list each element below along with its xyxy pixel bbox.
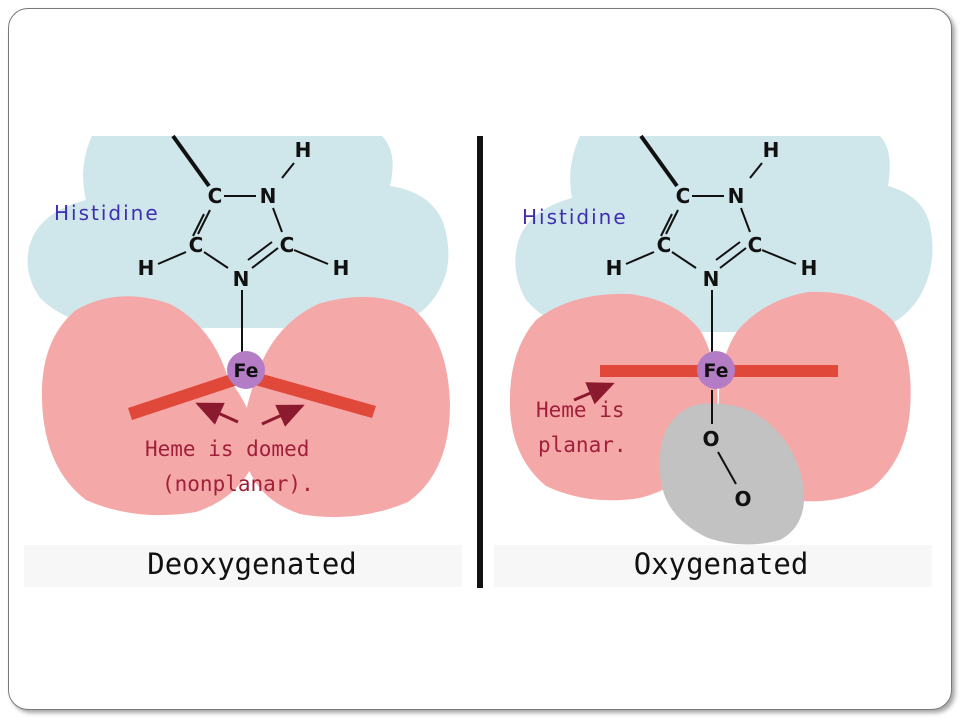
imidazole-ring [625, 162, 797, 485]
hydrogen-atom: H [333, 256, 350, 280]
iron-atom [227, 351, 265, 389]
protein-region [515, 136, 933, 332]
carbon-atom: C [208, 184, 223, 208]
note-line-1: Heme is domed [145, 437, 309, 461]
hydrogen-atom: H [295, 138, 312, 162]
backbone-bond [639, 134, 679, 188]
caption-band [494, 545, 932, 587]
iron-label: Fe [233, 360, 258, 382]
carbon-atom: C [657, 233, 672, 257]
nitrogen-atom: N [233, 267, 250, 291]
note-line-2: planar. [538, 433, 627, 457]
imidazole-ring [157, 162, 329, 354]
nitrogen-atom: N [703, 267, 720, 291]
carbon-atom: C [676, 184, 691, 208]
hydrogen-atom: H [763, 138, 780, 162]
caption-band [24, 545, 462, 587]
arrow-left [195, 402, 239, 425]
panel-divider [477, 136, 483, 588]
arrow-right [261, 404, 305, 427]
carbon-atom: C [748, 233, 763, 257]
oxygen-atom: O [734, 487, 751, 511]
nitrogen-atom: N [728, 184, 745, 208]
oxygenated-panel: Histidine C N H C C N H H Fe O O Heme is… [494, 134, 933, 587]
heme-plane-right [248, 371, 376, 418]
hydrogen-atom: H [606, 256, 623, 280]
note-line-1: Heme is [536, 398, 625, 422]
deoxygenated-panel: Histidine C N H C C N H H Fe Heme is dom… [24, 134, 462, 587]
hydrogen-atom: H [801, 256, 818, 280]
iron-atom [697, 351, 735, 389]
carbon-atom: C [189, 233, 204, 257]
arrow-plane [573, 382, 615, 405]
oxygen-atom: O [702, 427, 719, 451]
heme-plane-left [128, 371, 244, 420]
panel-caption: Oxygenated [634, 547, 809, 581]
backbone-bond [171, 134, 211, 188]
oxygen-region [659, 403, 805, 545]
carbon-atom: C [280, 233, 295, 257]
nitrogen-atom: N [260, 184, 277, 208]
panel-caption: Deoxygenated [147, 547, 357, 581]
histidine-label: Histidine [522, 205, 628, 229]
hydrogen-atom: H [138, 256, 155, 280]
iron-label: Fe [703, 360, 728, 382]
histidine-label: Histidine [54, 201, 160, 225]
note-line-2: (nonplanar). [162, 472, 314, 496]
protein-region [27, 136, 449, 328]
